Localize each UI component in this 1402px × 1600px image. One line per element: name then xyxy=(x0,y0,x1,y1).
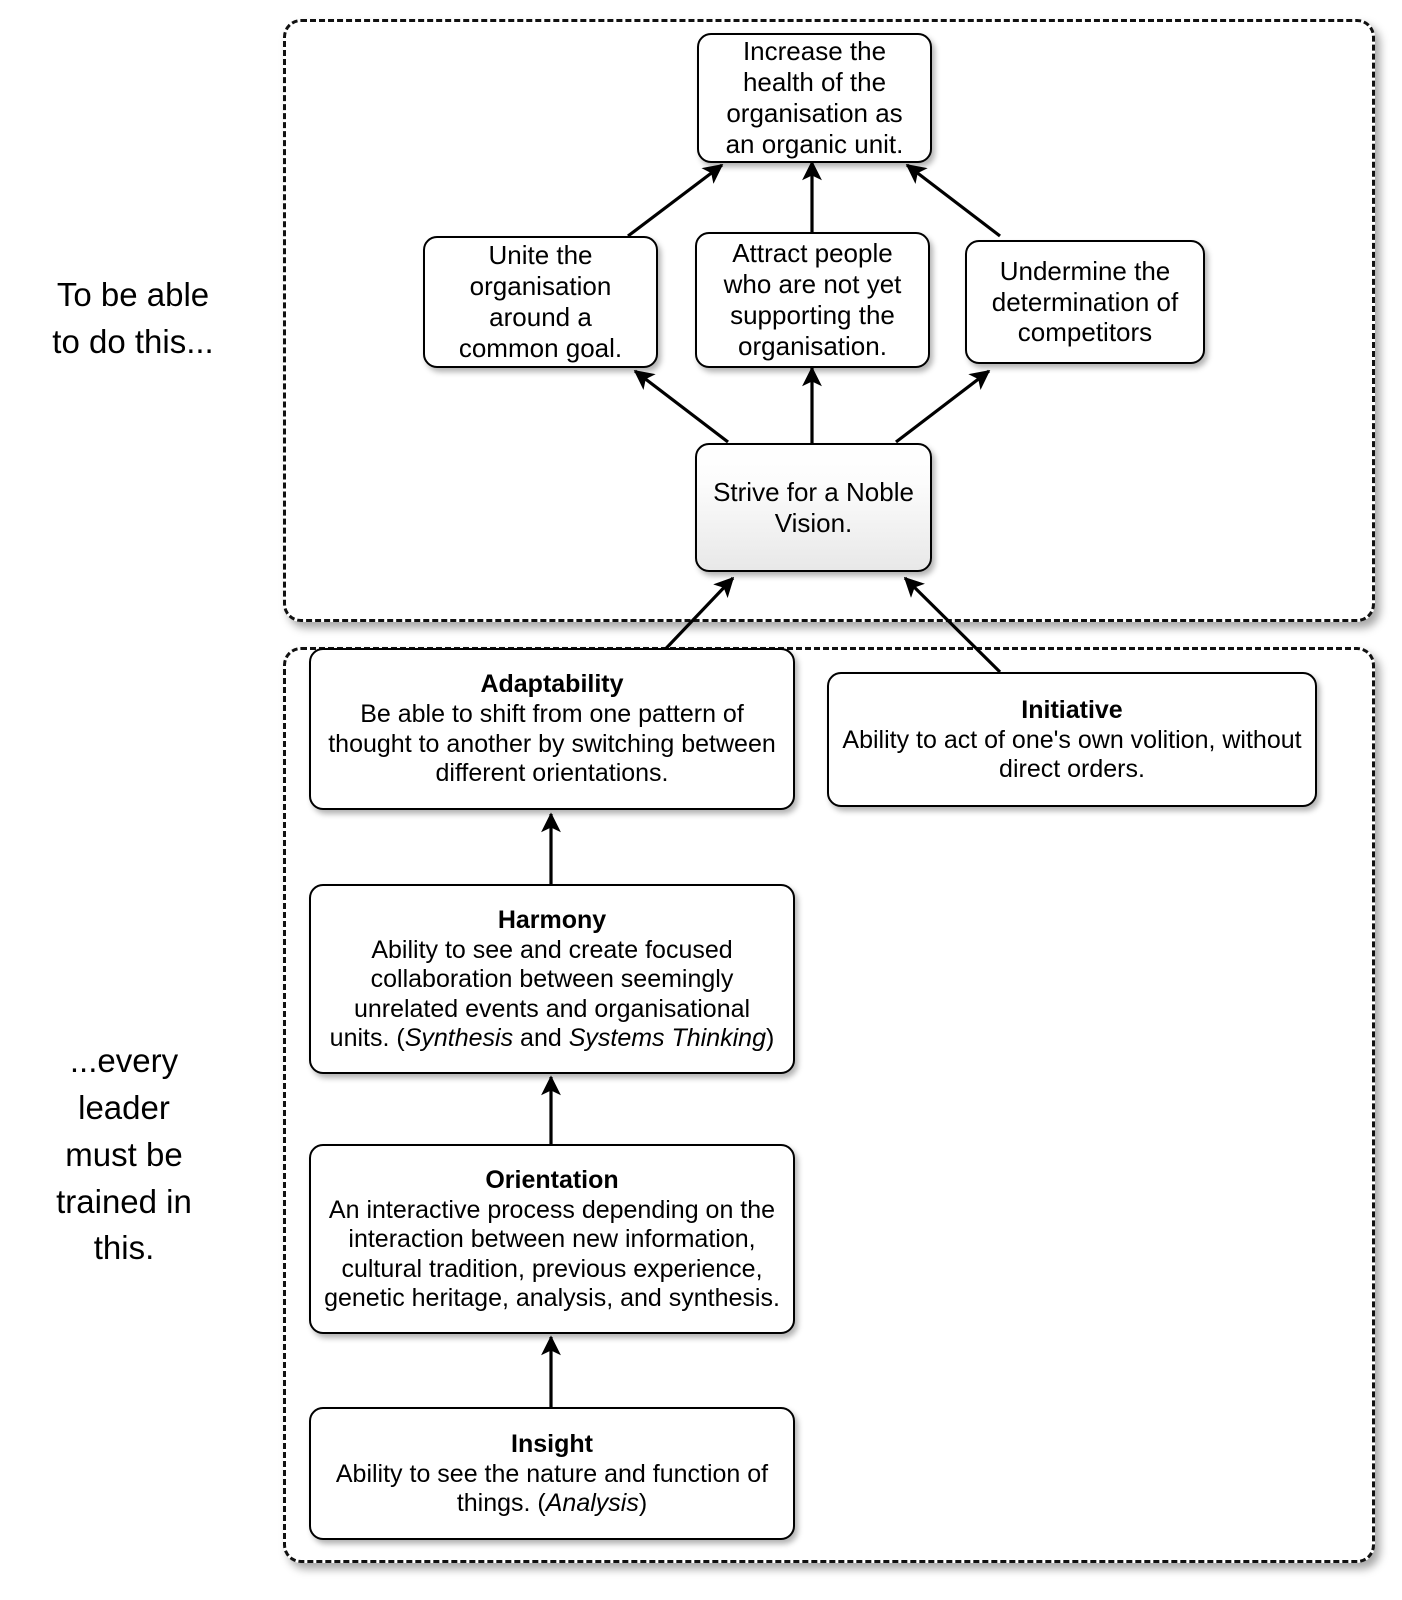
node-orientation-body: An interactive process depending on the … xyxy=(324,1195,780,1313)
node-initiative[interactable]: Initiative Ability to act of one's own v… xyxy=(827,672,1317,807)
node-harmony-body-pre: Ability to see and create focused collab… xyxy=(329,935,751,1053)
node-insight[interactable]: Insight Ability to see the nature and fu… xyxy=(309,1407,795,1540)
node-insight-body-pre: Ability to see the nature and function o… xyxy=(335,1459,769,1518)
node-unite-text: Unite the organisation around a common g… xyxy=(458,240,623,363)
node-insight-italic-analysis: Analysis xyxy=(545,1489,639,1517)
node-unite[interactable]: Unite the organisation around a common g… xyxy=(423,236,658,368)
node-harmony[interactable]: Harmony Ability to see and create focuse… xyxy=(309,884,795,1074)
node-harmony-body-post: ) xyxy=(766,1024,775,1052)
caption-top: To be able to do this... xyxy=(52,276,214,360)
node-orientation[interactable]: Orientation An interactive process depen… xyxy=(309,1144,795,1334)
node-undermine-text: Undermine the determination of competito… xyxy=(991,255,1179,348)
node-insight-title: Insight xyxy=(511,1429,593,1458)
node-adaptability[interactable]: Adaptability Be able to shift from one p… xyxy=(309,648,795,810)
node-harmony-title: Harmony xyxy=(497,905,607,934)
node-harmony-italic-synthesis: Synthesis xyxy=(404,1024,514,1052)
node-undermine[interactable]: Undermine the determination of competito… xyxy=(965,240,1205,364)
node-harmony-body-mid: and xyxy=(513,1024,569,1052)
node-attract-text: Attract people who are not yet supportin… xyxy=(723,238,902,361)
node-initiative-title: Initiative xyxy=(1021,695,1123,724)
node-insight-body-post: ) xyxy=(638,1489,648,1517)
node-goal-text: Increase the health of the organisation … xyxy=(725,36,904,159)
node-goal[interactable]: Increase the health of the organisation … xyxy=(697,33,932,163)
node-noble-vision-text: Strive for a Noble Vision. xyxy=(713,476,914,538)
node-adaptability-body: Be able to shift from one pattern of tho… xyxy=(328,700,776,788)
node-attract[interactable]: Attract people who are not yet supportin… xyxy=(695,232,930,368)
node-harmony-body: Ability to see and create focused collab… xyxy=(323,936,781,1054)
node-orientation-title: Orientation xyxy=(485,1165,619,1194)
caption-bottom: ...every leader must be trained in this. xyxy=(56,1042,192,1267)
node-harmony-italic-systems-thinking: Systems Thinking xyxy=(568,1024,766,1052)
node-adaptability-title: Adaptability xyxy=(480,670,624,699)
node-initiative-body: Ability to act of one's own volition, wi… xyxy=(842,725,1302,784)
node-noble-vision[interactable]: Strive for a Noble Vision. xyxy=(695,443,932,572)
node-insight-body: Ability to see the nature and function o… xyxy=(323,1460,781,1519)
